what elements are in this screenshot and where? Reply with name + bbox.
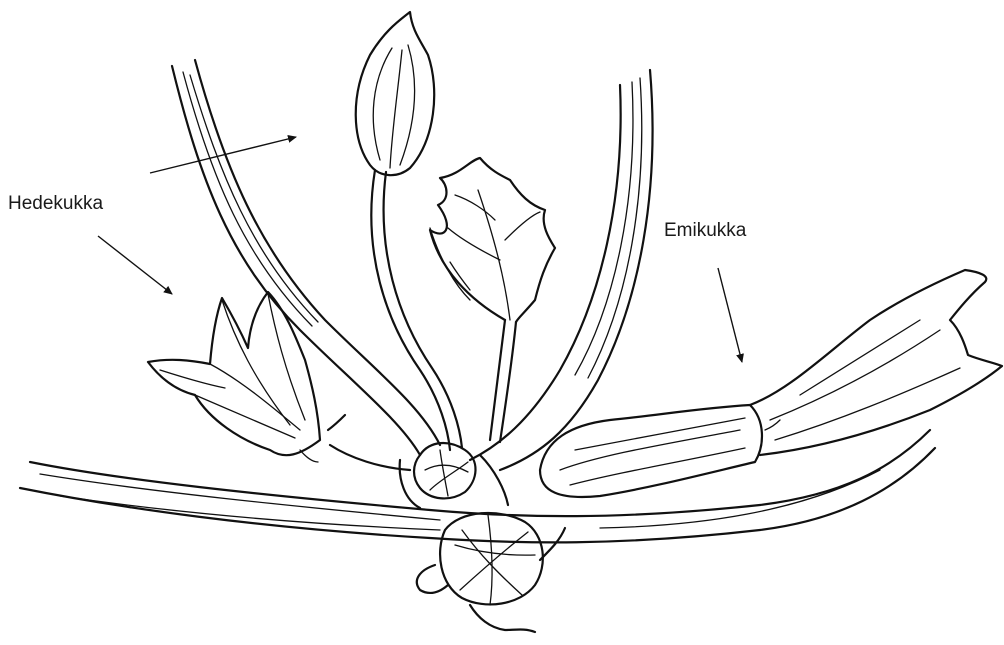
main-stem [20, 430, 935, 542]
right-leaf-stalk [470, 70, 653, 470]
left-leaf-stalk [172, 60, 440, 455]
arrow-to-bud [150, 137, 296, 173]
label-male-flower: Hedekukka [8, 193, 103, 215]
stem-node-upper [400, 443, 508, 508]
arrow-to-male-flower [98, 236, 172, 294]
stem-node-lower [417, 513, 565, 632]
female-flower [540, 270, 1002, 497]
label-female-flower: Emikukka [664, 220, 746, 242]
arrow-to-female-flower [718, 268, 742, 362]
callout-arrows [98, 137, 742, 362]
male-flower [148, 292, 410, 470]
